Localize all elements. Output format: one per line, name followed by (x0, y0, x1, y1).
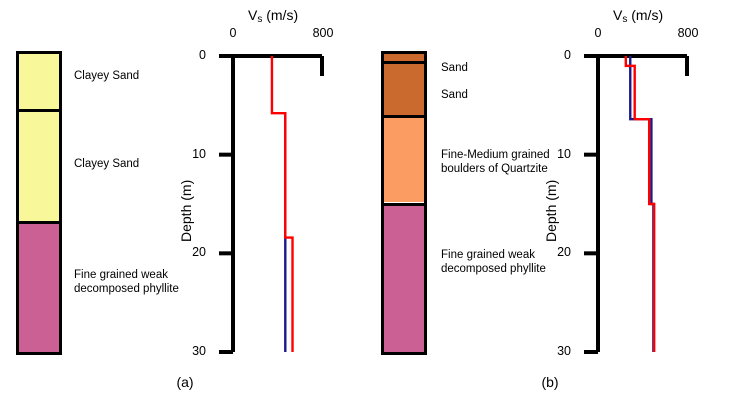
lithology-label-b-2: Fine-Medium grained boulders of Quartzit… (441, 149, 550, 175)
panel-caption-b: (b) (541, 374, 559, 390)
x-tick-label-b-1: 800 (677, 26, 699, 40)
y-tick-label-a-2: 20 (192, 245, 206, 259)
lithology-layer (384, 114, 424, 203)
lithology-layer (19, 54, 59, 109)
y-tick-label-b-1: 10 (557, 147, 571, 161)
lithology-layer (384, 202, 424, 352)
x-axis-title-subscript: s (622, 14, 628, 25)
vs-plot-b (584, 54, 689, 354)
x-axis-title-unit: (m/s) (627, 7, 664, 23)
vs-plot-a (219, 54, 324, 354)
lithology-label-b-0: Sand (441, 62, 468, 74)
x-axis-title-unit: (m/s) (262, 7, 299, 23)
lithology-layer (19, 221, 59, 352)
y-tick-label-b-0: 0 (564, 48, 571, 62)
y-tick-label-b-3: 30 (557, 344, 571, 358)
lithology-column-a (16, 51, 62, 355)
vs-series-line (270, 56, 294, 352)
lithology-label-a-2: Fine grained weak decomposed phyllite (74, 269, 179, 295)
x-tick-label-a-0: 0 (229, 26, 237, 40)
x-axis-title-b: Vs (m/s) (613, 7, 663, 25)
x-tick-label-b-0: 0 (594, 26, 602, 40)
x-axis-title-symbol: V (248, 7, 258, 23)
x-tick-label-a-1: 800 (312, 26, 334, 40)
y-tick-label-a-0: 0 (199, 48, 206, 62)
lithology-layer (19, 108, 59, 222)
lithology-layer (384, 54, 424, 61)
panel-a: Clayey Sand Clayey Sand Fine grained wea… (0, 0, 368, 408)
y-tick-label-a-1: 10 (192, 147, 206, 161)
x-axis-title-symbol: V (613, 7, 623, 23)
x-axis-title-subscript: s (257, 14, 263, 25)
lithology-label-b-1: Sand (441, 89, 468, 101)
vs-series-line (624, 56, 656, 352)
lithology-label-b-3: Fine grained weak decomposed phyllite (441, 249, 546, 275)
lithology-column-b (381, 51, 427, 355)
y-tick-label-a-3: 30 (192, 344, 206, 358)
panel-b: Sand Sand Fine-Medium grained boulders o… (369, 0, 737, 408)
lithology-label-a-0: Clayey Sand (74, 70, 140, 82)
lithology-layer (384, 60, 424, 115)
y-tick-label-b-2: 20 (557, 245, 571, 259)
panel-caption-a: (a) (176, 374, 194, 390)
lithology-label-a-1: Clayey Sand (74, 158, 140, 170)
x-axis-title-a: Vs (m/s) (248, 7, 298, 25)
